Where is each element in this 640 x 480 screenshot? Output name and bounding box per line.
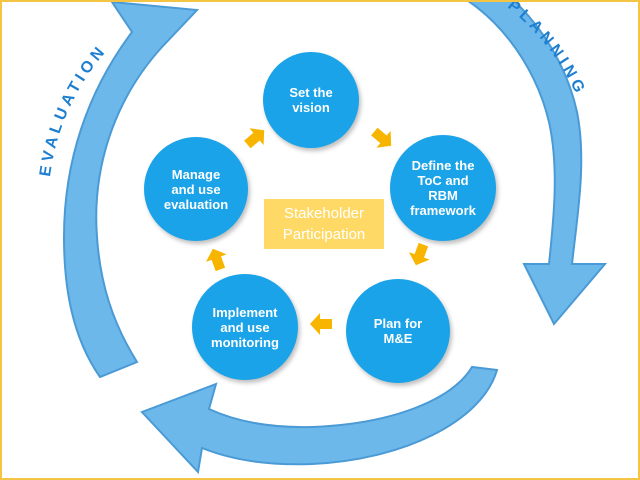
cycle-arrow-left	[62, 2, 200, 379]
connector-arrow-plan-to-monitoring	[310, 313, 332, 335]
connector-arrow-monitoring-to-evaluation	[205, 248, 227, 272]
connector-arrow-vision-to-toc	[371, 127, 392, 148]
connector-arrow-evaluation-to-vision	[244, 128, 265, 149]
connector-arrow-toc-to-plan	[408, 242, 430, 266]
step-plan-me: Plan for M&E	[346, 279, 450, 383]
stakeholder-participation-box: Stakeholder Participation	[264, 199, 384, 249]
step-manage-evaluation: Manage and use evaluation	[144, 137, 248, 241]
cycle-arrow-right	[467, 2, 608, 326]
step-implement-monitoring: Implement and use monitoring	[192, 274, 298, 380]
cycle-arrow-bottom	[140, 365, 499, 475]
step-define-toc: Define the ToC and RBM framework	[390, 135, 496, 241]
step-set-vision: Set the vision	[263, 52, 359, 148]
